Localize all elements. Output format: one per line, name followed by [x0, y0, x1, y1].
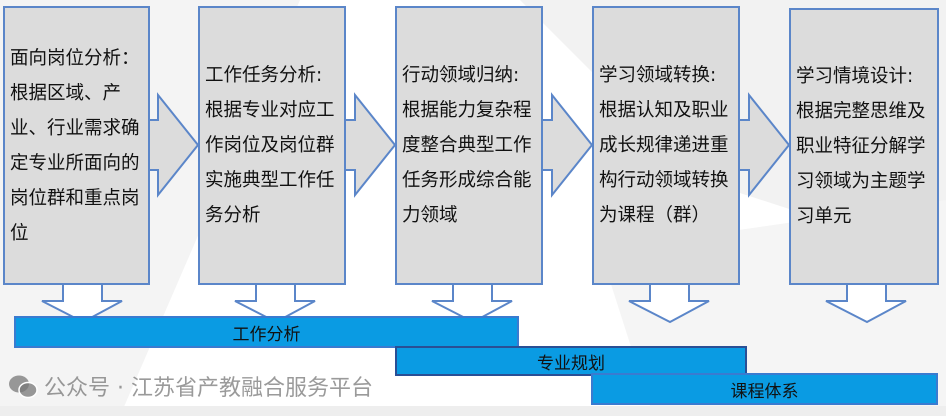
bottom-strip	[0, 406, 946, 416]
step-text-line: 位	[10, 222, 29, 244]
bar-label: 工作分析	[232, 324, 301, 345]
right-arrow-icon	[146, 92, 200, 198]
right-arrow-icon	[343, 92, 397, 198]
bar-work-analysis: 工作分析	[14, 316, 519, 348]
step-text-line: 岗位群和重点岗	[10, 187, 140, 209]
down-arrow-icon	[234, 282, 316, 324]
step-text-line: 行动领域归纳:	[402, 65, 520, 86]
step-box-task-analysis: 工作任务分析: 根据专业对应工 作岗位及岗位群 实施典型工作任 务分析	[198, 6, 346, 285]
step-box-position-analysis: 面向岗位分析： 根据区域、产 业、行业需求确 定专业所面向的 岗位群和重点岗 位	[3, 6, 150, 285]
step-text-line: 职业特征分解学	[796, 136, 926, 157]
step-text-line: 工作任务分析:	[205, 65, 323, 86]
step-text-line: 定专业所面向的	[10, 152, 140, 174]
step-text-line: 构行动领域转换	[599, 170, 729, 191]
step-text-line: 实施典型工作任	[205, 170, 335, 191]
step-box-learning-situation: 学习情境设计: 根据完整思维及 职业特征分解学 习领域为主题学 习单元	[789, 8, 939, 285]
right-arrow-icon	[737, 92, 791, 198]
wechat-icon	[9, 375, 38, 399]
bar-label: 课程体系	[730, 381, 799, 402]
step-text-line: 根据完整思维及	[796, 101, 926, 122]
down-arrow-icon	[628, 282, 710, 324]
down-arrow-icon	[825, 282, 907, 324]
step-text-line: 任务形成综合能	[402, 170, 532, 191]
right-arrow-icon	[540, 92, 594, 198]
step-text-line: 成长规律递进重	[599, 135, 729, 156]
step-text-line: 习单元	[796, 206, 852, 227]
step-text-line: 度整合典型工作	[402, 135, 532, 156]
step-text-line: 根据认知及职业	[599, 100, 729, 121]
step-text-line: 面向岗位分析：	[10, 47, 140, 69]
down-arrow-icon	[431, 282, 513, 324]
step-text-line: 作岗位及岗位群	[205, 135, 335, 156]
watermark-text: 公众号 · 江苏省产教融合服务平台	[44, 376, 373, 401]
step-text-line: 为课程（群）	[599, 205, 711, 226]
bar-major-planning: 专业规划	[395, 346, 747, 376]
step-text-line: 务分析	[205, 205, 261, 226]
watermark: 公众号 · 江苏省产教融合服务平台	[8, 370, 373, 402]
down-arrow-icon	[41, 282, 123, 324]
bar-curriculum-system: 课程体系	[591, 373, 938, 405]
bar-label: 专业规划	[537, 353, 605, 374]
step-text-line: 根据专业对应工	[205, 100, 335, 121]
step-text-line: 学习情境设计:	[796, 66, 914, 87]
step-text-line: 学习领域转换:	[599, 65, 717, 86]
step-box-learning-field: 学习领域转换: 根据认知及职业 成长规律递进重 构行动领域转换 为课程（群）	[592, 6, 740, 285]
step-text-line: 习领域为主题学	[796, 171, 926, 192]
step-text-line: 根据能力复杂程	[402, 100, 532, 121]
step-text-line: 业、行业需求确	[10, 117, 140, 139]
step-text-line: 根据区域、产	[10, 82, 122, 104]
step-box-action-field: 行动领域归纳: 根据能力复杂程 度整合典型工作 任务形成综合能 力领域	[395, 6, 543, 285]
step-text-line: 力领域	[402, 205, 458, 226]
